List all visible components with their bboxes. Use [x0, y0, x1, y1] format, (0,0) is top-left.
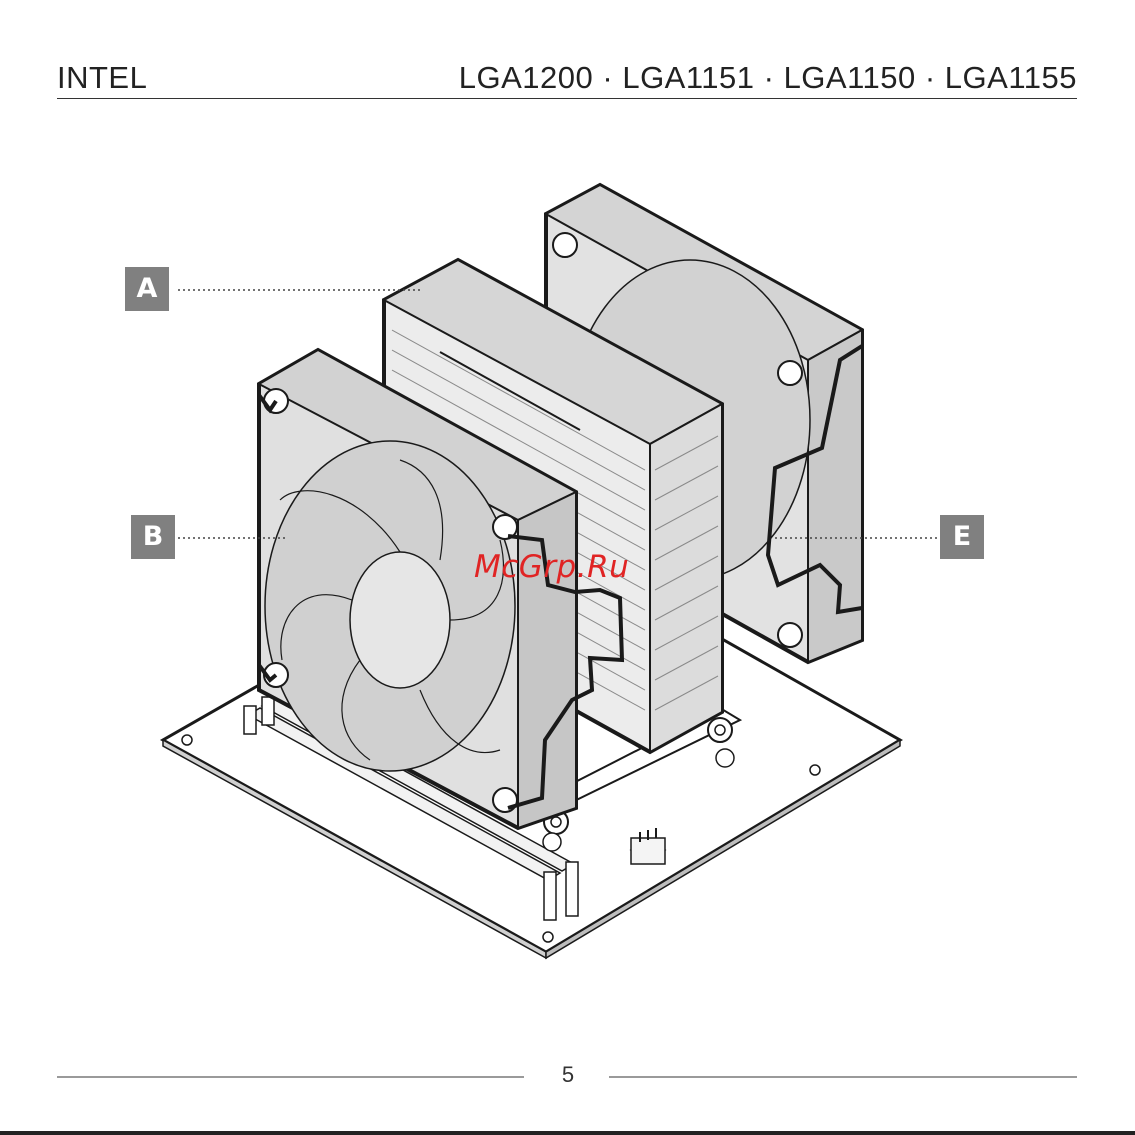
footer-rule-right — [609, 1076, 1077, 1078]
footer-rule-left — [57, 1076, 524, 1078]
callout-b: B — [131, 515, 175, 559]
callout-e: E — [940, 515, 984, 559]
callout-a: A — [125, 267, 169, 311]
bottom-edge-rule — [0, 1131, 1135, 1135]
page-number: 5 — [548, 1062, 588, 1088]
watermark: McGrp.Ru — [474, 549, 629, 585]
